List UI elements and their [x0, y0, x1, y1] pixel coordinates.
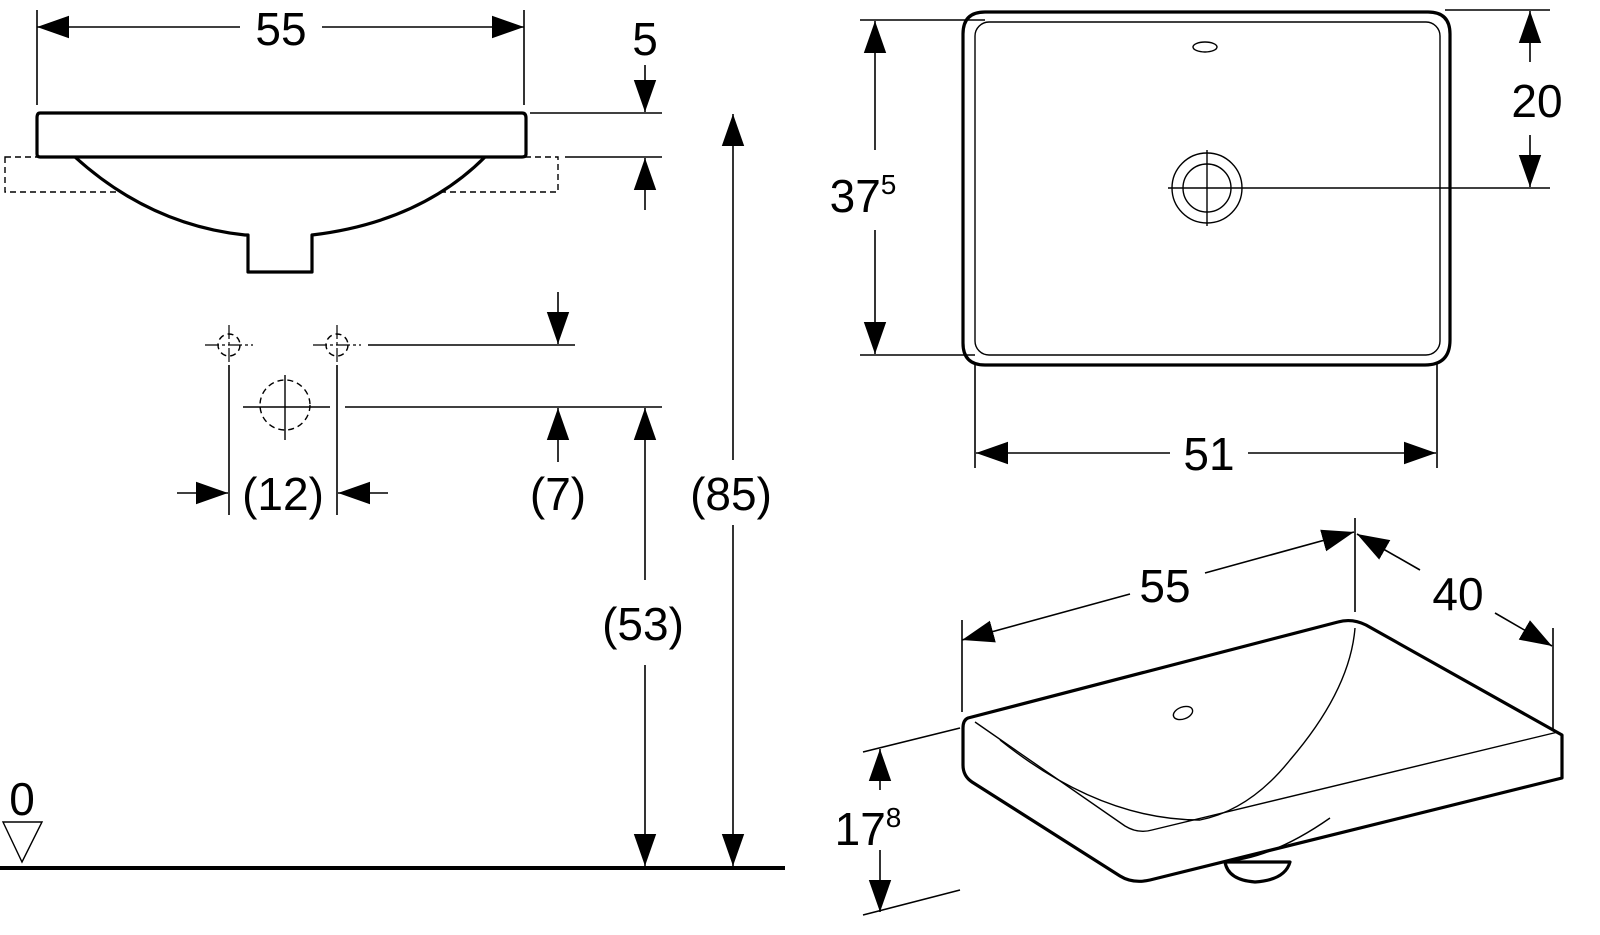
rim-dimension: 5 [530, 13, 662, 210]
drain-height-label: (53) [602, 598, 684, 650]
side-view: 55 5 [0, 3, 785, 870]
depth-label: 375 [830, 169, 897, 222]
tap-spacing-dimension: (12) [177, 365, 388, 520]
overflow-hole [1192, 41, 1218, 53]
drain-offset-label: 20 [1511, 75, 1562, 127]
floor-label: 0 [9, 773, 35, 825]
tap-holes [205, 325, 361, 440]
total-height-label: (85) [690, 468, 772, 520]
side-width-label: 55 [255, 3, 306, 55]
tap-hole-main [259, 379, 311, 431]
iso-width-label: 55 [1139, 560, 1190, 612]
depth-dimension: 375 [830, 19, 985, 356]
drain-height-dimension: (53) [602, 408, 684, 866]
iso-depth-label: 40 [1432, 568, 1483, 620]
top-view: 20 375 51 [830, 9, 1563, 480]
rim-label: 5 [632, 13, 658, 65]
tap-offset-dimension: (7) [345, 292, 662, 520]
drain-offset-dimension: 20 [1245, 9, 1563, 189]
tap-spacing-label: (12) [242, 468, 324, 520]
floor-reference: 0 [0, 773, 785, 870]
side-width-dimension: 55 [36, 3, 525, 105]
iso-height-dimension: 178 [835, 727, 961, 916]
iso-depth-dimension: 40 [1356, 533, 1554, 730]
total-height-dimension: (85) [690, 114, 772, 866]
overflow-hole [1172, 705, 1194, 721]
inner-width-label: 51 [1183, 428, 1234, 480]
iso-width-dimension: 55 [961, 518, 1356, 712]
inner-width-dimension: 51 [974, 362, 1438, 480]
drain [1168, 150, 1245, 226]
basin-side-profile [4, 111, 559, 274]
tap-offset-label: (7) [530, 468, 586, 520]
iso-height-label: 178 [835, 802, 902, 855]
iso-view: 55 40 178 [835, 518, 1564, 916]
